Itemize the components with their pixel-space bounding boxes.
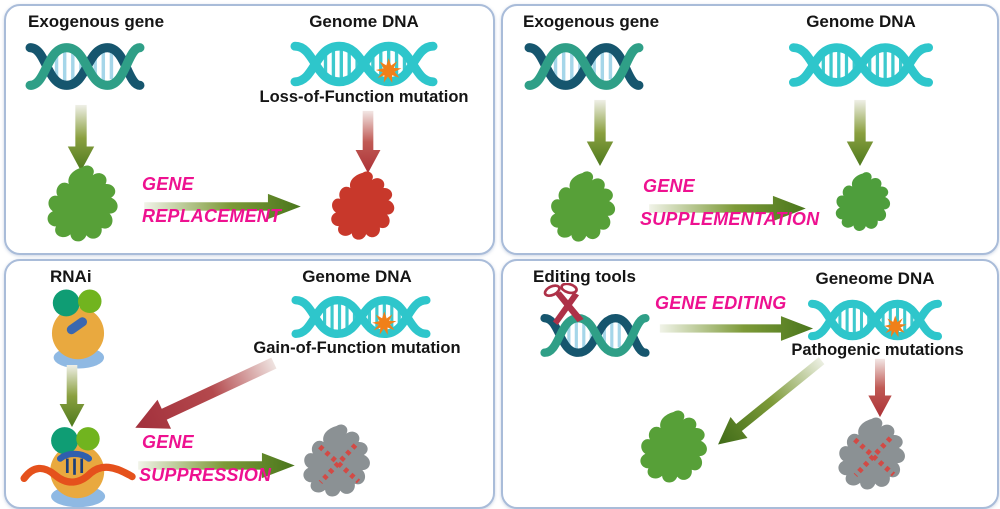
- scissors-icon: [541, 283, 591, 329]
- editing-tools-label: Editing tools: [533, 267, 636, 286]
- action-label-line1: GENE: [643, 176, 695, 196]
- down-arrow-green-icon: [583, 98, 617, 168]
- exogenous-dna-icon: [523, 34, 645, 98]
- degraded-protein-icon: [835, 413, 911, 495]
- genome-dna-label: Geneome DNA: [815, 269, 935, 288]
- degraded-protein-icon: [300, 421, 376, 501]
- normal-protein-icon: [44, 158, 124, 250]
- gene-editing-label: GENE EDITING: [655, 293, 787, 313]
- loss-of-function-label: Loss-of-Function mutation: [259, 88, 469, 106]
- genome-dna-label: Genome DNA: [806, 12, 916, 31]
- mutant-protein-icon: [328, 164, 400, 248]
- corrected-protein-icon: [637, 405, 713, 489]
- genome-dna-mutated-icon: [805, 293, 945, 347]
- genome-dna-mutated-icon: [288, 289, 434, 345]
- rnai-label: RNAi: [50, 267, 92, 286]
- action-label-line1: GENE: [142, 432, 194, 452]
- action-label-line2: SUPPLEMENTATION: [640, 209, 820, 229]
- rnai-mrna-complex-icon: [16, 419, 142, 509]
- diagonal-arrow-green-icon: [707, 346, 833, 457]
- gene-editing-panel: Editing tools Geneome DNA GENE EDITING P…: [501, 259, 999, 509]
- down-arrow-red-icon: [865, 357, 895, 419]
- exogenous-gene-label: Exogenous gene: [28, 12, 165, 31]
- down-arrow-green-icon: [56, 365, 88, 427]
- action-label-line2: SUPPRESSION: [139, 465, 272, 485]
- genome-dna-label: Genome DNA: [302, 267, 412, 286]
- gene-suppression-panel: RNAi Genome DNA Gain-of-Function mutatio…: [4, 259, 495, 509]
- editing-arrow-icon: [658, 313, 814, 343]
- exogenous-gene-label: Exogenous gene: [523, 12, 660, 31]
- action-label-line1: GENE: [142, 174, 194, 194]
- pathogenic-mutations-label: Pathogenic mutations: [791, 341, 964, 359]
- diagonal-arrow-red-icon: [128, 347, 283, 443]
- down-arrow-green-icon: [843, 98, 877, 168]
- gain-of-function-label: Gain-of-Function mutation: [253, 339, 461, 357]
- genome-dna-label: Genome DNA: [309, 12, 419, 31]
- exogenous-dna-icon: [24, 34, 146, 98]
- genome-dna-mutated-icon: [290, 34, 438, 94]
- genome-dna-icon: [787, 36, 935, 94]
- gene-supplementation-panel: Exogenous gene Genome DNA GENE SUPPLEMEN…: [501, 4, 999, 255]
- rnai-complex-icon: [40, 287, 116, 371]
- gene-replacement-panel: Exogenous gene Genome DNA Loss-of-Functi…: [4, 4, 495, 255]
- action-label-line2: REPLACEMENT: [142, 206, 282, 226]
- small-protein-icon: [833, 168, 895, 236]
- normal-protein-icon: [547, 162, 621, 252]
